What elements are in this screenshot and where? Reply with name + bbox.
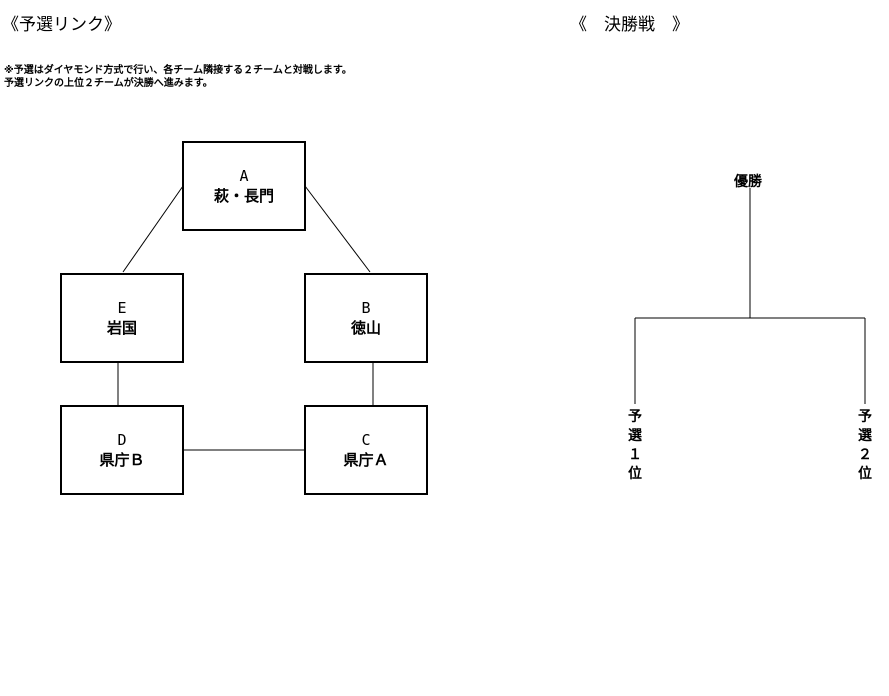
team-box-e: E 岩国 [60, 273, 184, 363]
qualifier-note-line2: 予選リンクの上位２チームが決勝へ進みます。 [4, 78, 213, 89]
line-a-b [304, 185, 371, 273]
team-e-name: 岩国 [106, 319, 137, 337]
qualifier-note-line1: ※予選はダイヤモンド方式で行い、各チーム隣接する２チームと対戦します。 [4, 65, 352, 76]
team-box-b: B 徳山 [304, 273, 428, 363]
team-c-name: 県庁Ａ [343, 451, 389, 469]
team-box-c: C 県庁Ａ [304, 405, 428, 495]
team-a-letter: A [239, 167, 249, 185]
final-slot-left: 予選１位 [628, 409, 642, 482]
team-d-letter: D [117, 431, 127, 449]
team-box-a: A 萩・長門 [182, 141, 306, 231]
team-c-letter: C [361, 431, 371, 449]
qualifier-title: 《予選リンク》 [2, 15, 121, 35]
team-d-name: 県庁Ｂ [99, 451, 145, 469]
team-e-letter: E [117, 299, 127, 317]
final-slot-right: 予選２位 [858, 409, 872, 482]
team-box-d: D 県庁Ｂ [60, 405, 184, 495]
line-a-e [122, 185, 184, 273]
team-a-name: 萩・長門 [213, 187, 274, 205]
final-title: 《 決勝戦 》 [570, 15, 689, 35]
team-b-name: 徳山 [350, 319, 381, 337]
champion-label: 優勝 [734, 174, 762, 190]
team-b-letter: B [361, 299, 371, 317]
